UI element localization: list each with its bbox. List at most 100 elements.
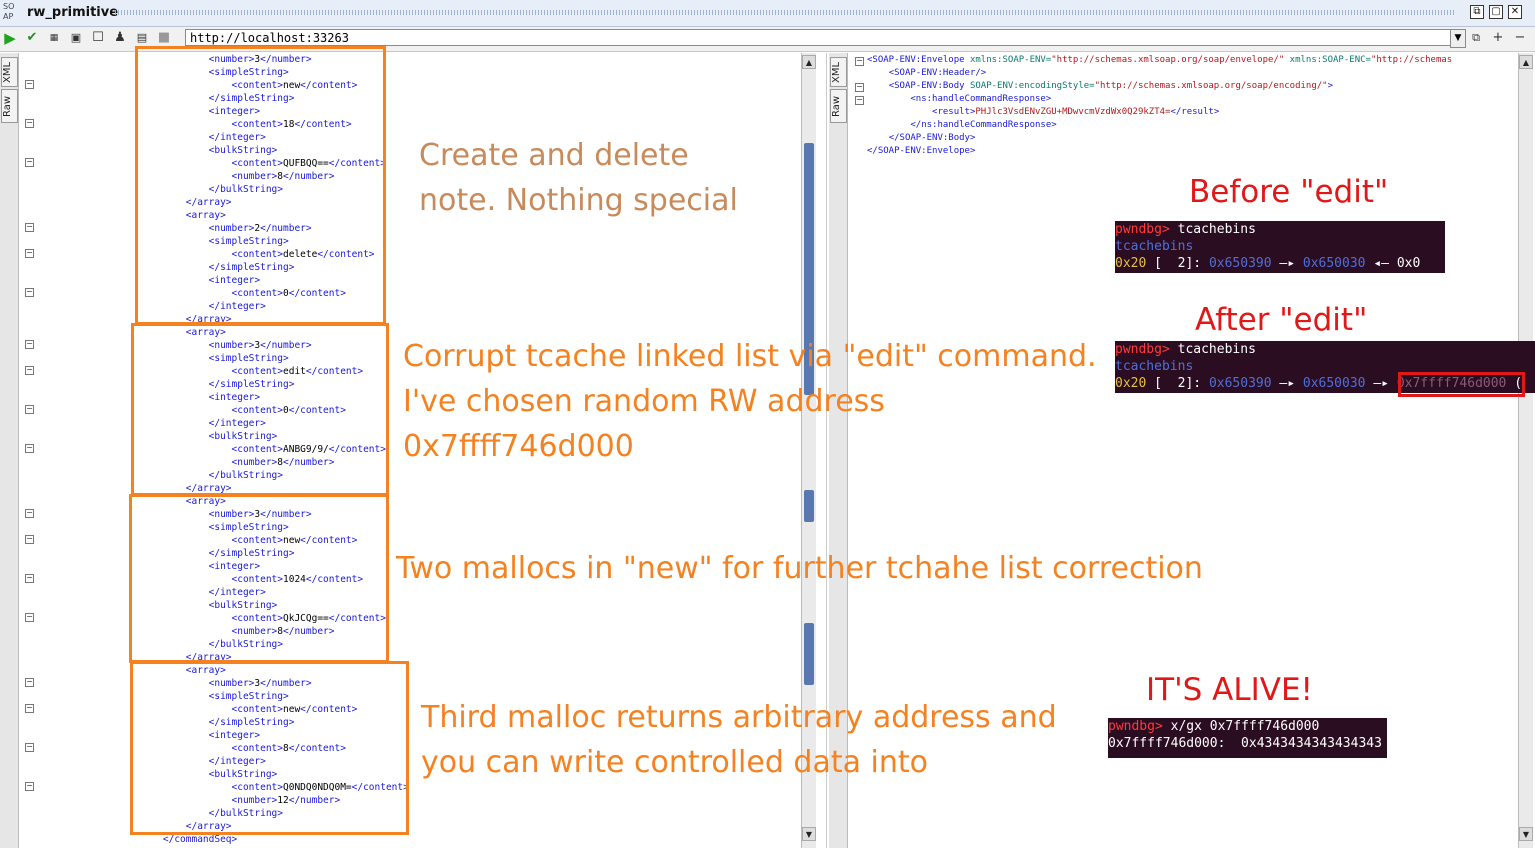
code-line: <number>3</number> — [140, 508, 409, 521]
chevron-down-icon[interactable]: ▼ — [1450, 29, 1466, 48]
xml-tag: </content> — [300, 535, 358, 546]
scroll-down-arrow[interactable]: ▼ — [802, 827, 816, 841]
url-input[interactable]: http://localhost:33263 — [185, 29, 1451, 46]
fold-toggle-icon[interactable]: − — [25, 222, 34, 232]
scroll-up-arrow[interactable]: ▲ — [1519, 55, 1533, 69]
stop-square-icon[interactable]: ■ — [157, 30, 171, 45]
highlight-box-third-malloc — [130, 661, 409, 835]
xml-tag: </SOAP-ENV:Envelope> — [867, 146, 976, 156]
fold-toggle-icon[interactable]: − — [25, 573, 34, 583]
fold-toggle-icon[interactable]: − — [25, 677, 34, 687]
response-xml[interactable]: <SOAP-ENV:Envelope xmlns:SOAP-ENV="http:… — [867, 54, 1517, 158]
xml-tag: </content> — [288, 405, 346, 416]
check-icon[interactable]: ✔ — [26, 30, 38, 45]
scroll-thumb[interactable] — [804, 623, 814, 685]
wsdl-icon[interactable]: ▦ — [49, 33, 59, 43]
code-line: </array> — [140, 313, 409, 326]
xml-tag: <SOAP-ENV:Body — [888, 81, 965, 91]
xml-tag: </integer> — [208, 301, 266, 312]
fold-toggle-icon[interactable]: − — [25, 365, 34, 375]
add-icon[interactable]: + — [1492, 30, 1504, 45]
fold-toggle-icon[interactable]: − — [25, 742, 34, 752]
terminal-before: pwndbg> tcachebins tcachebins 0x20 [ 2]:… — [1115, 221, 1445, 273]
code-line: <content>new</content> — [140, 703, 409, 716]
xml-tag: <number> — [231, 626, 278, 637]
fold-toggle-icon[interactable]: − — [25, 404, 34, 414]
format-icon[interactable]: ▣ — [70, 31, 82, 44]
xml-tag: </content> — [328, 158, 386, 169]
code-line: <simpleString> — [140, 690, 409, 703]
fold-toggle-icon[interactable]: − — [855, 82, 864, 92]
close-button[interactable]: ✕ — [1508, 5, 1522, 19]
xml-tag: </ns:handleCommandResponse> — [910, 120, 1057, 130]
fold-toggle-icon[interactable]: − — [25, 157, 34, 167]
remove-icon[interactable]: − — [1514, 30, 1526, 45]
fold-toggle-icon[interactable]: − — [25, 248, 34, 258]
fold-toggle-icon[interactable]: − — [25, 703, 34, 713]
scroll-down-arrow[interactable]: ▼ — [1519, 827, 1533, 841]
fold-toggle-icon[interactable]: − — [25, 781, 34, 791]
edit-endpoint-icon[interactable]: ⧉ — [1472, 31, 1480, 44]
grid-icon[interactable]: ▤ — [136, 31, 148, 44]
fold-toggle-icon[interactable]: − — [25, 612, 34, 622]
code-line: </array> — [140, 820, 409, 833]
fold-toggle-icon[interactable]: − — [25, 339, 34, 349]
xml-value: 8 — [277, 626, 284, 637]
maximize-button[interactable]: ▢ — [1489, 5, 1503, 19]
xml-tag: </content> — [305, 366, 364, 377]
tab-raw[interactable]: Raw — [830, 89, 847, 123]
scroll-thumb[interactable] — [804, 490, 814, 522]
fold-toggle-icon[interactable]: − — [25, 79, 34, 89]
xml-tag: <array> — [185, 210, 226, 221]
code-line: </bulkString> — [140, 183, 409, 196]
xml-tag: <content> — [231, 288, 283, 299]
annotation-create-delete: Create and delete note. Nothing special — [419, 138, 738, 218]
play-icon[interactable]: ▶ — [4, 29, 16, 47]
request-scrollbar[interactable]: ▲ ▼ — [801, 53, 816, 848]
corrupted-pointer-highlight — [1398, 372, 1525, 397]
xml-tag: </number> — [283, 171, 335, 182]
xml-tag: </number> — [288, 795, 341, 806]
xml-value: delete — [283, 249, 318, 260]
xml-tag: </simpleString> — [208, 93, 295, 104]
scroll-thumb[interactable] — [804, 143, 814, 395]
tab-xml[interactable]: XML — [830, 57, 847, 87]
fold-toggle-icon[interactable]: − — [25, 287, 34, 297]
tab-xml[interactable]: XML — [1, 57, 18, 87]
code-line: <content>QkJCQg==</content> — [140, 612, 409, 625]
fold-toggle-icon[interactable]: − — [855, 95, 864, 105]
user-icon[interactable]: ♟ — [114, 30, 126, 45]
tab-raw[interactable]: Raw — [1, 89, 18, 123]
xml-tag: <SOAP-ENV:Envelope — [867, 55, 965, 65]
fold-toggle-icon[interactable]: − — [25, 508, 34, 518]
xml-tag: </content> — [288, 288, 346, 299]
code-line: </simpleString> — [140, 378, 409, 391]
code-line: </array> — [140, 651, 409, 664]
xml-tag: <content> — [231, 782, 283, 793]
scroll-up-arrow[interactable]: ▲ — [802, 55, 816, 69]
restore-button[interactable]: ⧉ — [1470, 5, 1484, 19]
indent — [867, 107, 932, 117]
code-line: <number>3</number> — [140, 677, 409, 690]
code-line: <content>delete</content> — [140, 248, 409, 261]
title-stripe — [115, 10, 1455, 15]
xml-tag: </content> — [317, 249, 375, 260]
xml-value: 8 — [283, 743, 289, 754]
code-line: <bulkString> — [140, 430, 409, 443]
fold-toggle-icon[interactable]: − — [855, 56, 864, 66]
xml-value: new — [283, 80, 301, 91]
fold-toggle-icon[interactable]: − — [25, 443, 34, 453]
splitter[interactable] — [826, 53, 827, 848]
xml-tag: </array> — [185, 197, 232, 208]
fold-toggle-icon[interactable]: − — [25, 118, 34, 128]
stop-icon[interactable]: ☐ — [92, 30, 104, 45]
indent — [867, 94, 910, 104]
response-scrollbar[interactable]: ▲ ▼ — [1518, 53, 1533, 848]
code-line: <content>0</content> — [140, 404, 409, 417]
xml-value: 2 — [254, 223, 261, 234]
code-line: <content>Q0NDQ0NDQ0M=</content> — [140, 781, 409, 794]
code-line: <SOAP-ENV:Envelope xmlns:SOAP-ENV="http:… — [867, 54, 1517, 67]
xml-tag: <content> — [231, 743, 283, 754]
fold-toggle-icon[interactable]: − — [25, 534, 34, 544]
request-xml[interactable]: <number>3</number> <simpleString> <conte… — [140, 53, 409, 846]
